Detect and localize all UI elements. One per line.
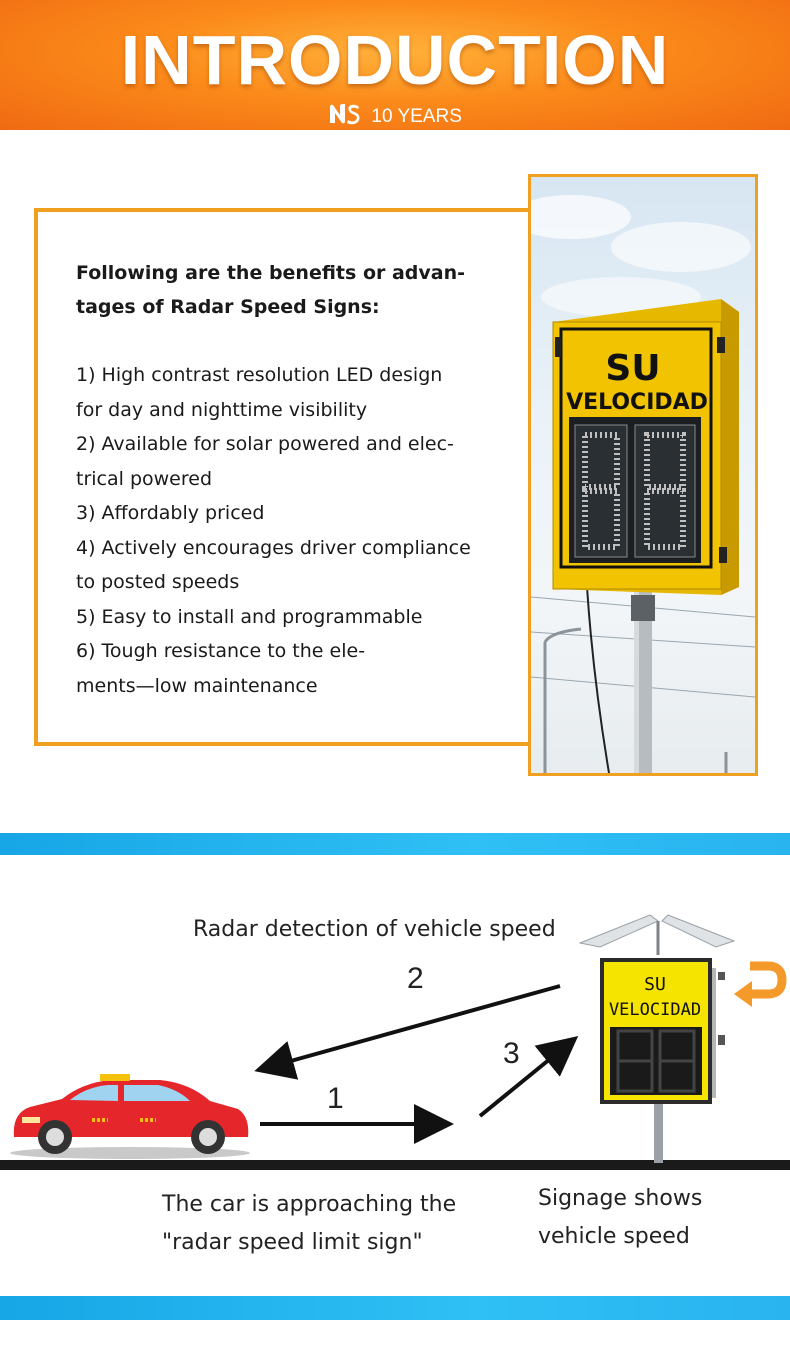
diagram-sign-line2: VELOCIDAD <box>609 1000 701 1020</box>
step-2-number: 2 <box>407 962 424 995</box>
benefit-line: trical powered <box>76 467 213 490</box>
taxi-car-icon <box>10 1074 250 1159</box>
page-title: INTRODUCTION <box>120 21 670 99</box>
benefit-line: 3) Affordably priced <box>76 502 265 524</box>
benefit-line: 4) Actively encourages driver compliance <box>76 536 471 559</box>
header-years: 10 YEARS <box>371 106 462 127</box>
benefits-heading-line: tages of Radar Speed Signs: <box>76 296 380 318</box>
divider-bar-top <box>0 833 790 855</box>
benefits-heading: Following are the benefits or advan- tag… <box>76 256 506 324</box>
sign-caption-line1: Signage shows <box>538 1186 703 1211</box>
radar-diagram: SU VELOCIDAD Radar detection of vehicle … <box>0 855 790 1296</box>
header-banner: INTRODUCTION 10 YEARS <box>0 0 790 130</box>
car-caption-line2: "radar speed limit sign" <box>162 1230 423 1255</box>
benefit-line: for day and nighttime visibility <box>76 398 368 421</box>
sign-pole <box>654 1100 663 1163</box>
road-line <box>0 1160 790 1170</box>
ns-logo-icon <box>328 102 362 132</box>
solar-panel-icon <box>578 914 736 955</box>
radar-detection-label: Radar detection of vehicle speed <box>193 917 556 942</box>
benefits-card: Following are the benefits or advan- tag… <box>34 208 536 746</box>
photo-sign-line2: VELOCIDAD <box>566 390 708 415</box>
benefits-heading-line: Following are the benefits or advan- <box>76 262 466 284</box>
arrow-3 <box>478 1035 579 1118</box>
benefit-line: 2) Available for solar powered and elec- <box>76 433 454 455</box>
step-3-number: 3 <box>503 1037 520 1070</box>
benefit-line: to posted speeds <box>76 571 240 593</box>
divider-bar-bottom <box>0 1296 790 1320</box>
radar-sign-photo: SU VELOCIDAD <box>528 174 758 776</box>
benefits-text: Following are the benefits or advan- tag… <box>76 256 506 703</box>
benefit-line: 1) High contrast resolution LED design <box>76 364 443 386</box>
diagram-sign-line1: SU <box>644 974 666 995</box>
car-caption-line1: The car is approaching the <box>162 1192 457 1217</box>
benefit-line: 5) Easy to install and programmable <box>76 605 423 628</box>
return-arrow-icon <box>734 961 787 1007</box>
radar-sign-icon: SU VELOCIDAD <box>600 958 725 1104</box>
photo-sign-line1: SU <box>605 348 660 389</box>
sign-caption-line2: vehicle speed <box>538 1224 690 1249</box>
step-1-number: 1 <box>327 1082 344 1115</box>
benefit-line: 6) Tough resistance to the ele- <box>76 640 366 662</box>
header-subtitle: 10 YEARS <box>0 102 790 132</box>
arrow-2 <box>254 984 561 1080</box>
benefit-line: ments—low maintenance <box>76 674 318 697</box>
